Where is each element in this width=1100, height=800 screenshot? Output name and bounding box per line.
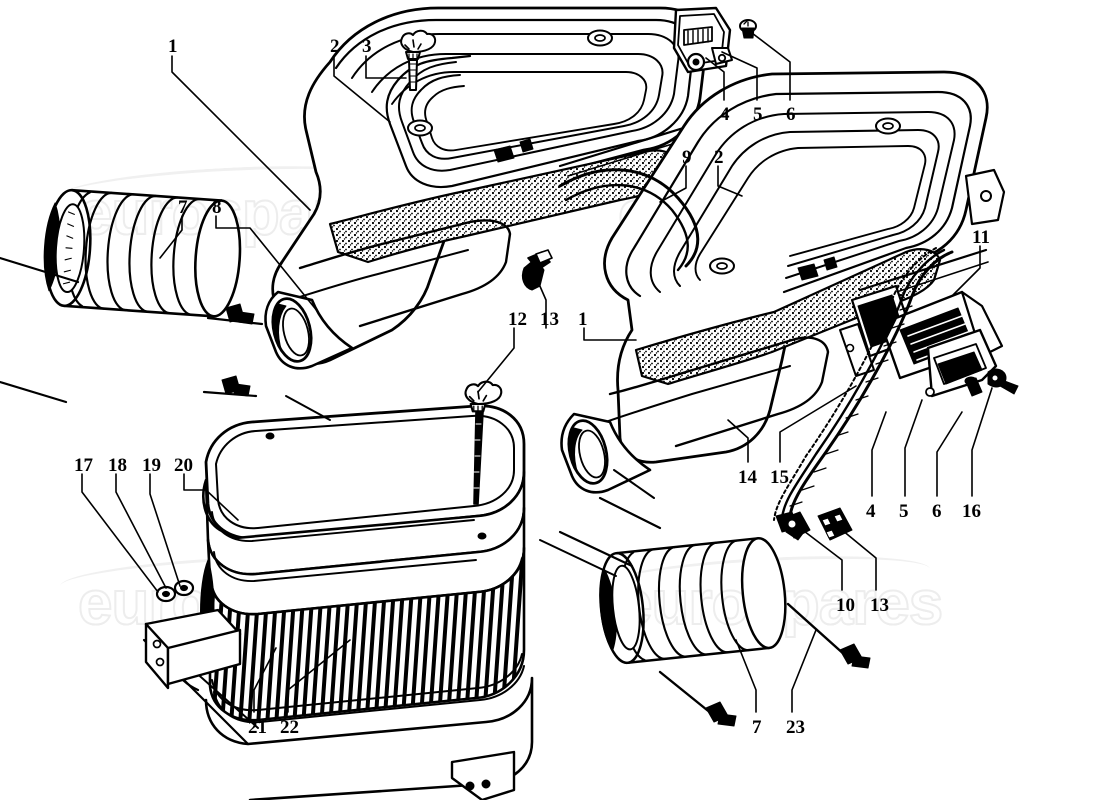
callout-number-14: 14 [738, 467, 757, 488]
callout-number-2: 2 [714, 147, 724, 168]
callout-number-23: 23 [786, 717, 805, 738]
hose-clamps-left [0, 256, 264, 404]
callout-number-18: 18 [108, 455, 127, 476]
callout-number-7: 7 [752, 717, 762, 738]
callout-number-5: 5 [899, 501, 909, 522]
valve-cover-right [560, 70, 1006, 494]
callout-number-12: 12 [508, 309, 527, 330]
leader-line-13 [531, 267, 547, 329]
callout-number-19: 19 [142, 455, 161, 476]
callout-number-2: 2 [330, 36, 340, 57]
leader-line-4 [871, 411, 887, 497]
callout-number-4: 4 [720, 104, 730, 125]
callout-number-21: 21 [248, 717, 267, 738]
callout-number-3: 3 [362, 36, 372, 57]
callout-number-16: 16 [962, 501, 981, 522]
callout-leaders [81, 29, 993, 713]
leader-line-7 [159, 215, 183, 259]
bracket-assembly-upper [672, 6, 757, 74]
leader-line-19 [149, 473, 181, 587]
leader-line-3 [365, 55, 407, 79]
leader-line-7 [735, 639, 757, 713]
breather-elbow-upper [521, 249, 553, 291]
leader-line-6 [747, 29, 791, 101]
center-stud-wingnut [464, 380, 503, 505]
callout-number-5: 5 [753, 104, 763, 125]
callout-number-9: 9 [682, 147, 692, 168]
leader-line-1 [171, 55, 311, 211]
callout-number-22: 22 [280, 717, 299, 738]
callout-number-6: 6 [932, 501, 942, 522]
callout-number-1: 1 [168, 36, 178, 57]
leader-line-2 [333, 55, 391, 123]
leader-line-9 [659, 165, 687, 203]
wing-bolt-upper [400, 29, 437, 91]
leader-line-8 [215, 215, 319, 313]
leader-line-17 [81, 473, 159, 593]
callout-number-10: 10 [836, 595, 855, 616]
leader-line-12 [477, 327, 515, 393]
callout-number-13: 13 [870, 595, 889, 616]
callout-number-1: 1 [578, 309, 588, 330]
leader-line-14 [727, 419, 749, 463]
callout-number-20: 20 [174, 455, 193, 476]
leader-line-11 [951, 245, 981, 297]
air-hose-right [594, 534, 792, 667]
callout-number-11: 11 [972, 227, 990, 248]
leader-line-10 [799, 527, 843, 591]
air-cleaner-assembly [142, 404, 534, 800]
callout-number-7: 7 [178, 197, 188, 218]
leader-line-2 [717, 165, 743, 197]
leader-line-6 [936, 411, 963, 497]
leader-line-23 [791, 629, 817, 713]
leader-line-5 [904, 399, 923, 497]
crossover-hose [558, 168, 700, 272]
callout-number-6: 6 [786, 104, 796, 125]
leader-line-16 [971, 387, 993, 497]
leader-line-22 [287, 639, 351, 713]
leader-line-4 [705, 57, 725, 101]
callout-number-8: 8 [212, 197, 222, 218]
callout-number-4: 4 [866, 501, 876, 522]
callout-number-17: 17 [74, 455, 93, 476]
leader-line-5 [721, 51, 758, 101]
callout-number-15: 15 [770, 467, 789, 488]
callout-number-13: 13 [540, 309, 559, 330]
leader-line-15 [779, 385, 857, 463]
leader-line-13 [841, 529, 877, 591]
leader-line-1 [583, 327, 637, 341]
leader-line-20 [183, 473, 239, 521]
leader-line-21 [253, 647, 277, 713]
leader-line-18 [115, 473, 167, 589]
background-detail-lines [285, 395, 655, 577]
air-hose-left [40, 187, 245, 320]
